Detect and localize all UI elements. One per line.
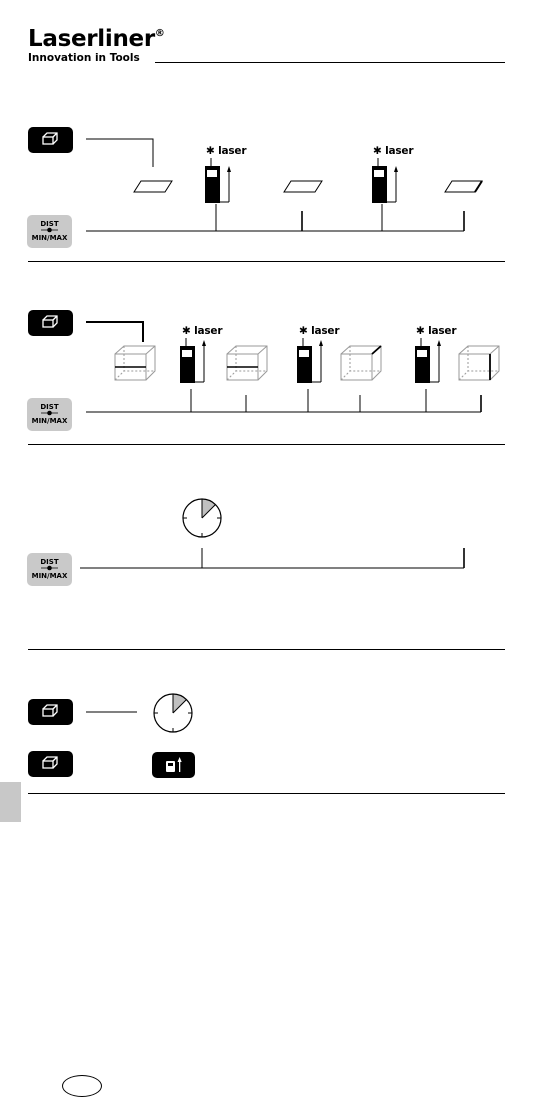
- laser-label: ✱ laser: [182, 325, 223, 337]
- dist-minmax-button[interactable]: DIST MIN/MAX: [27, 553, 72, 586]
- section-divider: [28, 649, 505, 650]
- mode-hold-button[interactable]: [28, 699, 73, 725]
- area-mode-icon: [42, 132, 58, 145]
- dist-label: DIST: [40, 403, 59, 411]
- side-tab: [0, 782, 21, 822]
- dot-indicator-icon: [41, 227, 58, 233]
- language-badge: [62, 1075, 102, 1097]
- laser-label: ✱ laser: [299, 325, 340, 337]
- registered-mark: ®: [154, 28, 165, 39]
- section-divider: [28, 444, 505, 445]
- dist-minmax-button[interactable]: DIST MIN/MAX: [27, 215, 72, 248]
- brand-tagline: Innovation in Tools: [28, 52, 140, 64]
- timer-diagram: [80, 498, 465, 569]
- laser-label: ✱ laser: [373, 145, 414, 157]
- dot-indicator-icon: [41, 410, 58, 416]
- minmax-label: MIN/MAX: [31, 417, 68, 425]
- volume-measure-diagram: [86, 321, 500, 413]
- laser-label: ✱ laser: [206, 145, 247, 157]
- device-icon-4: [297, 338, 323, 383]
- area-mode-button[interactable]: [28, 127, 73, 153]
- dist-label: DIST: [40, 220, 59, 228]
- device-icon-3: [180, 338, 206, 383]
- mode-hold-diagram: [86, 693, 193, 733]
- area-mode-icon: [42, 756, 58, 769]
- area-mode-icon: [42, 704, 58, 717]
- minmax-label: MIN/MAX: [31, 234, 68, 242]
- brand-logo: Laserliner®: [28, 28, 165, 51]
- laser-label: ✱ laser: [416, 325, 457, 337]
- reference-button[interactable]: [152, 752, 195, 778]
- dist-label: DIST: [40, 558, 59, 566]
- section-divider: [28, 793, 505, 794]
- device-reference-icon: [166, 757, 182, 772]
- volume-mode-button[interactable]: [28, 310, 73, 336]
- brand-name: Laserliner: [28, 26, 155, 52]
- timer-icon: [153, 693, 193, 733]
- area-measure-diagram: [86, 138, 483, 232]
- device-icon-2: [372, 158, 398, 203]
- volume-mode-icon: [42, 315, 58, 328]
- minmax-label: MIN/MAX: [31, 572, 68, 580]
- timer-icon: [182, 498, 222, 538]
- device-icon-5: [415, 338, 441, 383]
- dot-indicator-icon: [41, 565, 58, 571]
- device-icon-1: [205, 158, 231, 203]
- dist-minmax-button[interactable]: DIST MIN/MAX: [27, 398, 72, 431]
- header-rule: [155, 62, 505, 63]
- mode-button[interactable]: [28, 751, 73, 777]
- section-divider: [28, 261, 505, 262]
